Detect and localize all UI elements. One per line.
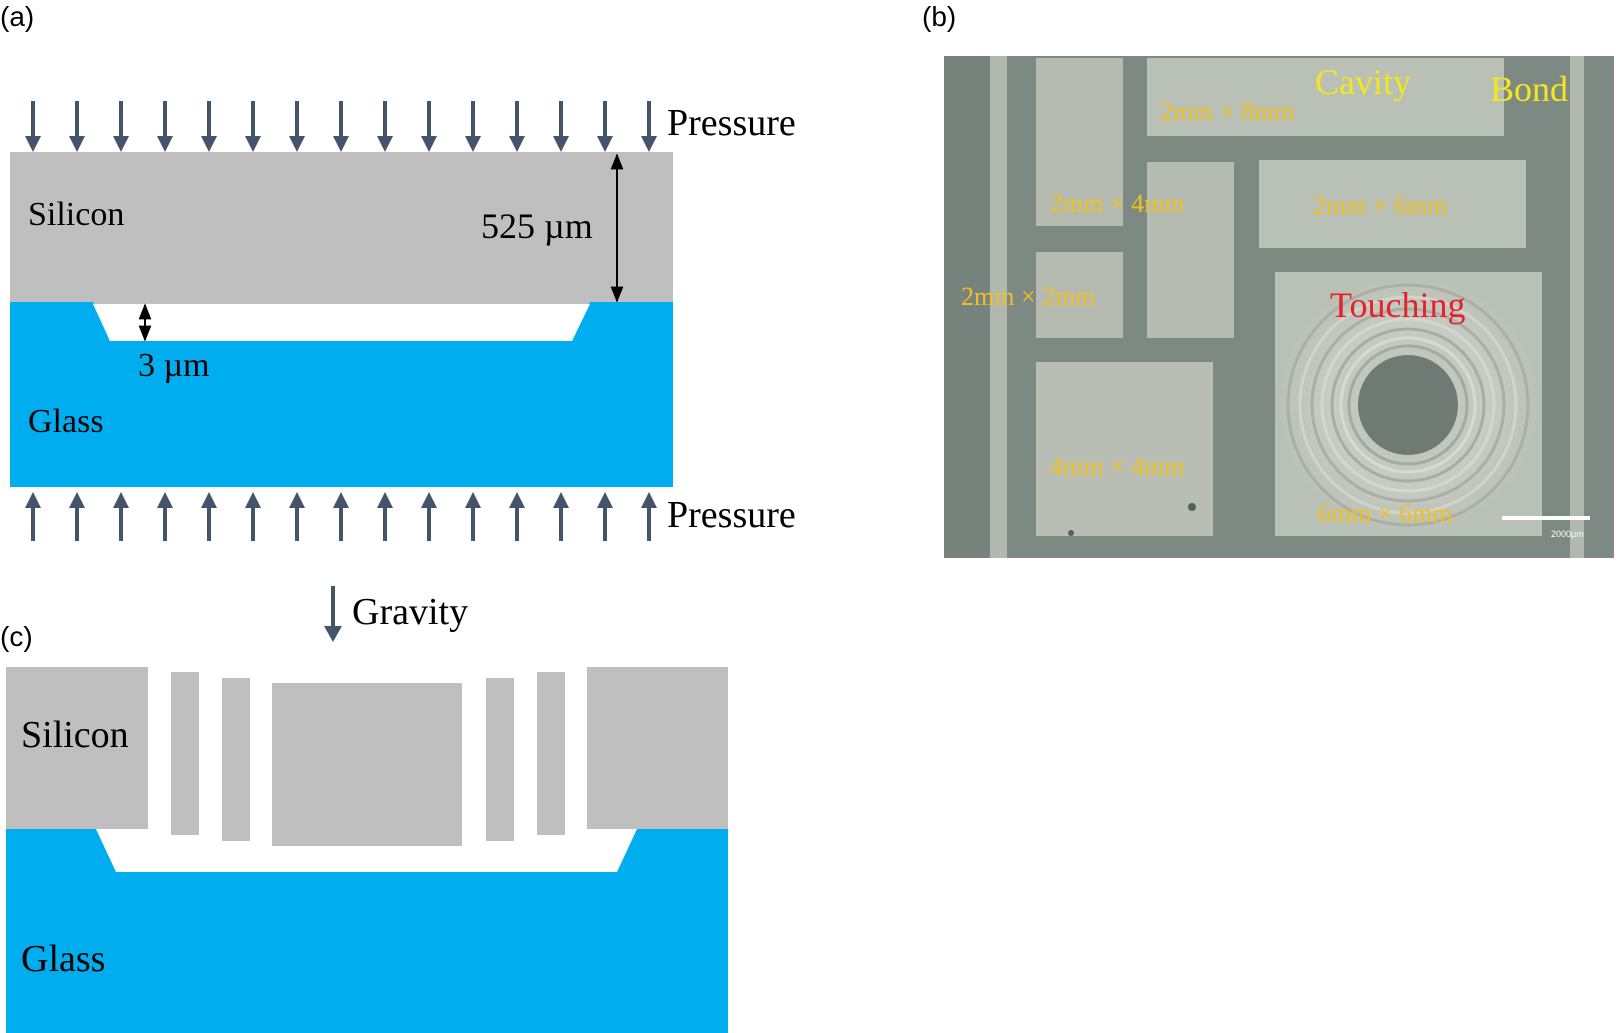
size-label-6x6: 6mm × 6mm xyxy=(1318,499,1453,528)
cavity-2x4 xyxy=(1147,162,1234,338)
pressure-arrow-up-12 xyxy=(509,492,525,541)
glass-layer-c xyxy=(6,829,728,1033)
microscope-photo: 2000µm xyxy=(944,56,1614,558)
silicon-beam-1 xyxy=(171,672,199,835)
glass-layer-a xyxy=(10,302,673,487)
pressure-arrow-up-3 xyxy=(113,492,129,541)
silicon-label-c: Silicon xyxy=(21,714,129,756)
touching-area xyxy=(1358,355,1458,455)
thickness-label: 525 µm xyxy=(481,206,593,246)
cavity-size-labels: 2mm × 8mm 2mm × 4mm 2mm × 6mm 2mm × 2mm … xyxy=(961,97,1453,528)
pressure-arrow-down-6 xyxy=(245,101,261,152)
cavity-2x8 xyxy=(1147,58,1504,136)
interference-rings xyxy=(1286,283,1530,527)
pressure-arrow-down-14 xyxy=(597,101,613,152)
size-label-2x2: 2mm × 2mm xyxy=(961,282,1096,311)
size-label-2x8: 2mm × 8mm xyxy=(1160,97,1295,126)
pressure-arrow-up-5 xyxy=(201,492,217,541)
gravity-arrow-head xyxy=(324,626,342,642)
glass-label-c: Glass xyxy=(21,938,105,980)
silicon-block-right xyxy=(587,667,728,829)
edge-strip-left xyxy=(990,56,1007,558)
glass-label-a: Glass xyxy=(28,403,104,440)
silicon-label-a: Silicon xyxy=(28,196,124,233)
pressure-arrow-up-10 xyxy=(421,492,437,541)
pressure-arrows-bottom xyxy=(25,492,657,541)
panel-a-label: (a) xyxy=(0,1,34,32)
pressure-arrow-down-15 xyxy=(641,101,657,152)
pressure-arrow-down-3 xyxy=(113,101,129,152)
silicon-layer-a xyxy=(10,152,673,304)
scale-bar-label: 2000µm xyxy=(1551,529,1584,539)
cavity-tall-left xyxy=(1036,58,1123,226)
size-label-2x4: 2mm × 4mm xyxy=(1050,189,1185,218)
cavity-2x2 xyxy=(1036,252,1123,338)
pressure-arrow-up-1 xyxy=(25,492,41,541)
pressure-arrow-down-4 xyxy=(157,101,173,152)
silicon-proof-mass xyxy=(272,683,462,846)
size-label-2x6: 2mm × 6mm xyxy=(1313,191,1448,220)
silicon-beam-3 xyxy=(486,678,514,841)
pressure-arrow-up-4 xyxy=(157,492,173,541)
pressure-bottom-label: Pressure xyxy=(667,494,796,536)
pressure-arrow-down-13 xyxy=(553,101,569,152)
pressure-arrow-up-8 xyxy=(333,492,349,541)
pressure-arrow-up-11 xyxy=(465,492,481,541)
pressure-arrow-down-12 xyxy=(509,101,525,152)
edge-strip-right xyxy=(1570,56,1584,558)
pressure-arrow-up-7 xyxy=(289,492,305,541)
silicon-beam-4 xyxy=(537,672,565,835)
pressure-top-label: Pressure xyxy=(667,102,796,144)
touching-title: Touching xyxy=(1330,285,1465,325)
size-label-4x4: 4mm × 4mm xyxy=(1050,452,1185,481)
pressure-arrow-down-11 xyxy=(465,101,481,152)
gap-label: 3 µm xyxy=(138,347,210,384)
panel-b-label: (b) xyxy=(922,1,956,32)
pressure-arrow-up-9 xyxy=(377,492,393,541)
pressure-arrow-up-2 xyxy=(69,492,85,541)
panel-c-label: (c) xyxy=(0,621,33,652)
pressure-arrows-top xyxy=(25,101,657,152)
pressure-arrow-down-5 xyxy=(201,101,217,152)
cavity-a xyxy=(93,304,590,341)
pressure-arrow-down-1 xyxy=(25,101,41,152)
pressure-arrow-down-8 xyxy=(333,101,349,152)
cavity-4x4 xyxy=(1036,362,1213,536)
pressure-arrow-down-7 xyxy=(289,101,305,152)
cavity-title: Cavity xyxy=(1315,62,1411,102)
pressure-arrow-down-9 xyxy=(377,101,393,152)
gravity-label: Gravity xyxy=(352,591,468,633)
pressure-arrow-down-10 xyxy=(421,101,437,152)
bond-title: Bond xyxy=(1490,69,1568,109)
cavity-2x6 xyxy=(1259,160,1526,248)
pressure-arrow-down-2 xyxy=(69,101,85,152)
pressure-arrow-up-14 xyxy=(597,492,613,541)
pressure-arrow-up-6 xyxy=(245,492,261,541)
pressure-arrow-up-15 xyxy=(641,492,657,541)
silicon-beam-2 xyxy=(222,678,250,841)
silicon-block-left xyxy=(6,667,148,829)
pressure-arrow-up-13 xyxy=(553,492,569,541)
